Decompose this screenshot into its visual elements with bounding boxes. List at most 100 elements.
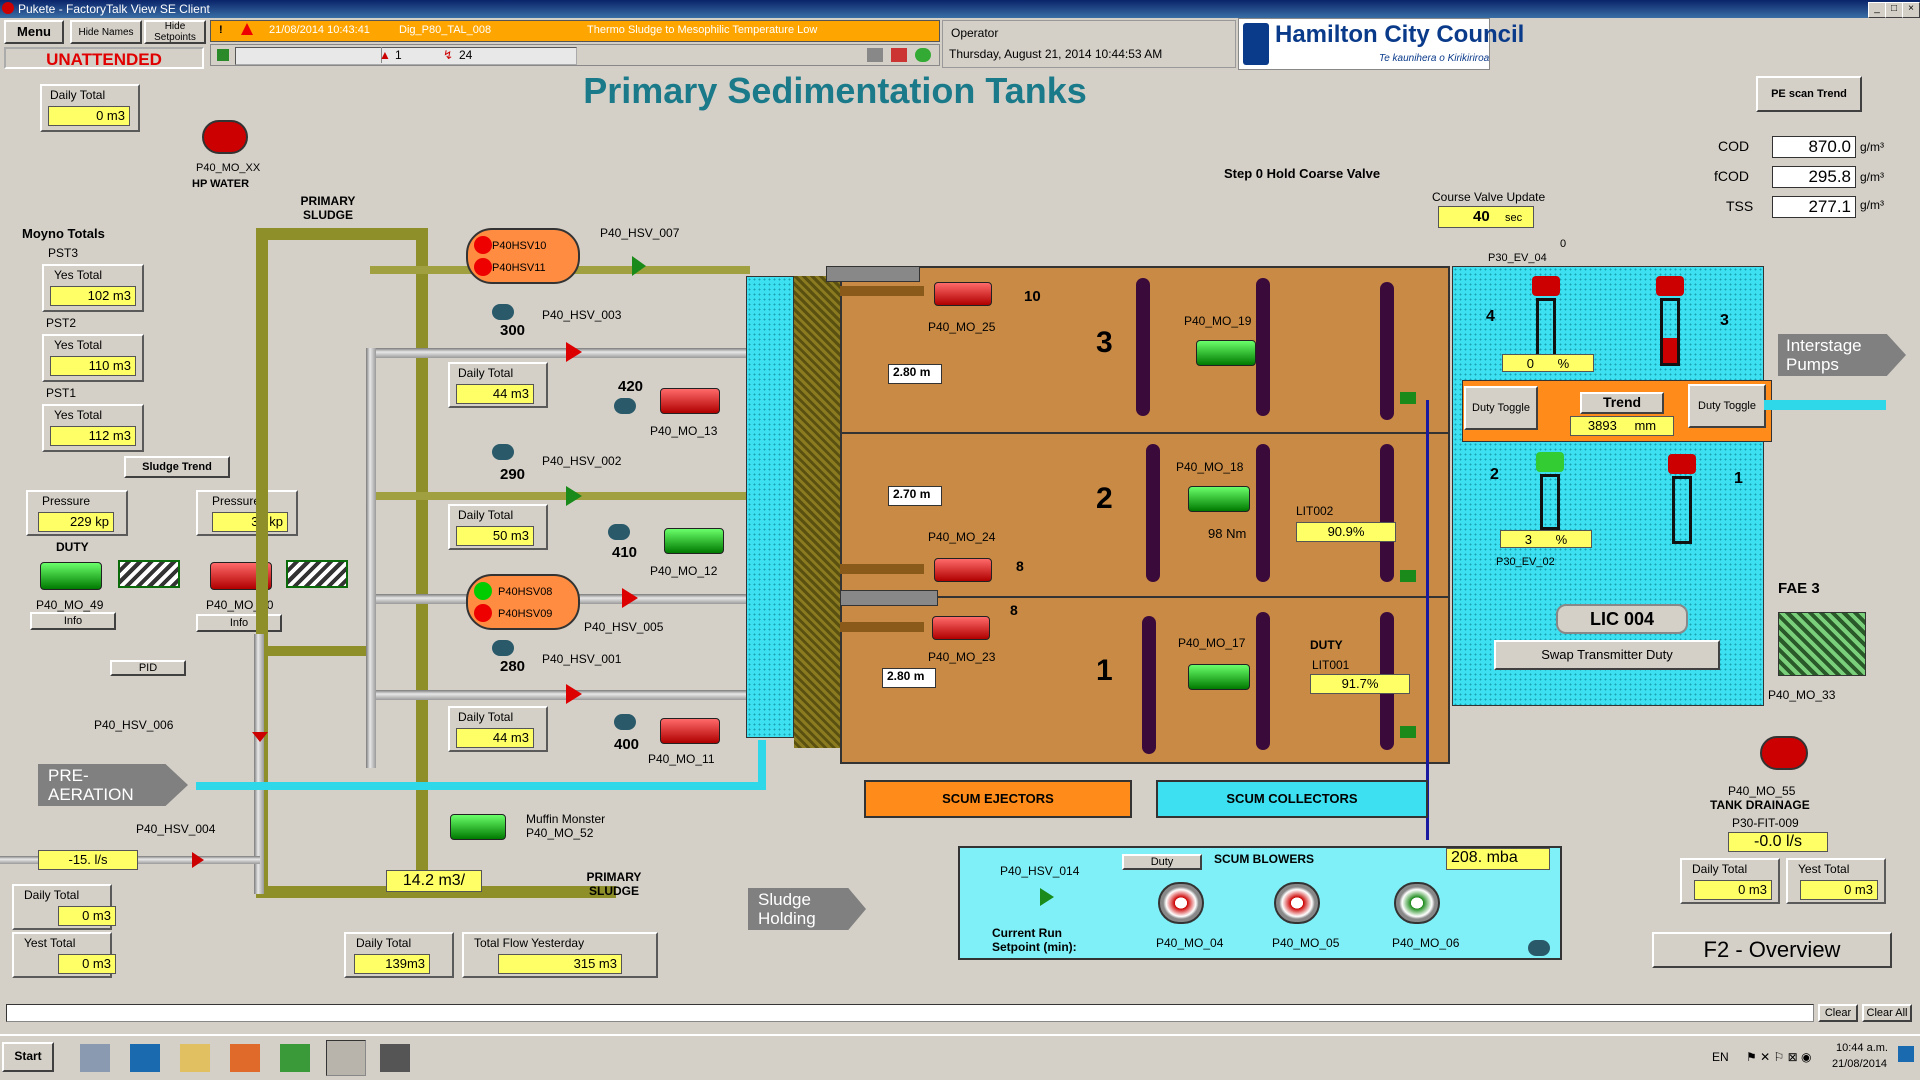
- hsv007-valve-icon[interactable]: [632, 256, 646, 276]
- minimize-button[interactable]: _: [1868, 2, 1886, 18]
- collector-mo17-icon[interactable]: [1188, 664, 1250, 690]
- lic004-button[interactable]: LIC 004: [1556, 604, 1688, 634]
- start-button[interactable]: Start: [2, 1042, 54, 1072]
- maximize-button[interactable]: □: [1885, 2, 1903, 18]
- collector-mo18-icon[interactable]: [1188, 486, 1250, 512]
- pump-mo23-icon[interactable]: [932, 616, 990, 640]
- interstage-pumps-arrow: Interstage Pumps: [1778, 334, 1906, 376]
- fae3-label: FAE 3: [1778, 580, 1820, 597]
- hide-setpoints-button[interactable]: Hide Setpoints: [144, 20, 206, 44]
- taskbar-app-5-icon[interactable]: [280, 1044, 310, 1072]
- blower-mo06-icon[interactable]: [1394, 882, 1440, 924]
- scraper-bar-2a: [1146, 444, 1160, 582]
- silence-icon[interactable]: [891, 48, 907, 62]
- course-valve-field[interactable]: 40 sec: [1438, 206, 1534, 228]
- yest-total-br-label: Yest Total: [1798, 862, 1850, 876]
- valve-cluster-3[interactable]: P40HSV10 P40HSV11: [466, 228, 580, 284]
- ev01-actuator-icon[interactable]: [1668, 454, 1696, 474]
- taskbar-app-7-icon[interactable]: [380, 1044, 410, 1072]
- duty-toggle-left-button[interactable]: Duty Toggle: [1464, 386, 1538, 430]
- ev03-actuator-icon[interactable]: [1656, 276, 1684, 296]
- pst3-yes-label: Yes Total: [54, 268, 103, 282]
- pump-mo49-icon[interactable]: [40, 562, 102, 590]
- taskbar-powershell-icon[interactable]: [130, 1044, 160, 1072]
- clear-all-button[interactable]: Clear All: [1862, 1004, 1912, 1022]
- trend-button[interactable]: Trend: [1580, 392, 1664, 414]
- tray-icons[interactable]: ⚑ ✕ ⚐ ⊠ ◉: [1746, 1050, 1812, 1064]
- pump-mo25-icon[interactable]: [934, 282, 992, 306]
- scum-duty-button[interactable]: Duty: [1122, 854, 1202, 870]
- hp-water-pump-icon[interactable]: [202, 120, 248, 154]
- hsv014-valve-icon[interactable]: [1040, 888, 1054, 906]
- scum-valve-1-icon[interactable]: [1400, 726, 1416, 738]
- window-title: Pukete - FactoryTalk View SE Client: [18, 2, 210, 16]
- pump-mo12-icon[interactable]: [664, 528, 724, 554]
- pump-mo24-icon[interactable]: [934, 558, 992, 582]
- taskbar-explorer-icon[interactable]: [180, 1044, 210, 1072]
- ev02-actuator-icon[interactable]: [1536, 452, 1564, 472]
- mo55-value: -0.0 l/s: [1728, 832, 1828, 852]
- muffin-monster-icon[interactable]: [450, 814, 506, 840]
- hsv006-valve-icon[interactable]: [252, 732, 268, 742]
- fae3-fan-icon[interactable]: [1778, 612, 1866, 676]
- pst1-value: 112 m3: [50, 426, 136, 446]
- alarm-message: Thermo Sludge to Mesophilic Temperature …: [587, 24, 818, 36]
- menu-button[interactable]: Menu: [4, 20, 64, 44]
- blower-mo04-icon[interactable]: [1158, 882, 1204, 924]
- mo50-info-button[interactable]: Info: [196, 614, 282, 632]
- level-1-value: 2.80 m: [882, 668, 936, 688]
- scum-valve-3-icon[interactable]: [1400, 392, 1416, 404]
- scraper-bar-2b: [1256, 444, 1270, 582]
- scum-ejectors-button[interactable]: SCUM EJECTORS: [864, 780, 1132, 818]
- hsv003-valve-icon[interactable]: [566, 342, 582, 362]
- alarm-bell-icon: [241, 23, 253, 35]
- pid-button[interactable]: PID: [110, 660, 186, 676]
- alarm-banner[interactable]: ! 21/08/2014 10:43:41 Dig_P80_TAL_008 Th…: [210, 20, 940, 42]
- language-indicator[interactable]: EN: [1712, 1050, 1729, 1064]
- swap-transmitter-duty-button[interactable]: Swap Transmitter Duty: [1494, 640, 1720, 670]
- hsv001-valve-icon[interactable]: [566, 684, 582, 704]
- sludge-trend-button[interactable]: Sludge Trend: [124, 456, 230, 478]
- f2-overview-button[interactable]: F2 - Overview: [1652, 932, 1892, 968]
- blower-mo05-icon[interactable]: [1274, 882, 1320, 924]
- command-line-input[interactable]: [6, 1004, 1814, 1022]
- fcod-value: 295.8: [1772, 166, 1856, 188]
- refresh-icon[interactable]: [915, 48, 931, 62]
- hsv005-valve-icon[interactable]: [622, 588, 638, 608]
- pump-mo11-icon[interactable]: [660, 718, 720, 744]
- close-button[interactable]: ×: [1902, 2, 1920, 18]
- ack-icon[interactable]: [217, 49, 229, 61]
- hsv005-tag: P40_HSV_005: [584, 620, 664, 634]
- duty-toggle-right-button[interactable]: Duty Toggle: [1688, 384, 1766, 428]
- timer-400: 400: [614, 736, 640, 753]
- taskbar-app-4-icon[interactable]: [230, 1044, 260, 1072]
- ev03-gate-icon: [1660, 298, 1680, 366]
- hsv09-tag: P40HSV09: [498, 608, 553, 620]
- tank-drainage-pump-icon[interactable]: [1760, 736, 1808, 770]
- taskbar-factorytalk-icon[interactable]: [326, 1040, 366, 1076]
- collector-mo19-icon[interactable]: [1196, 340, 1256, 366]
- valve-cluster-1[interactable]: P40HSV08 P40HSV09: [466, 574, 580, 630]
- tank-2[interactable]: [840, 432, 1450, 598]
- print-icon[interactable]: [867, 48, 883, 62]
- hide-names-button[interactable]: Hide Names: [70, 20, 142, 44]
- taskbar-app-1-icon[interactable]: [80, 1044, 110, 1072]
- pe-scan-trend-button[interactable]: PE scan Trend: [1756, 76, 1862, 112]
- clear-button[interactable]: Clear: [1818, 1004, 1858, 1022]
- council-logo-mark: [1243, 23, 1269, 65]
- datetime: Thursday, August 21, 2014 10:44:53 AM: [949, 47, 1163, 61]
- hsv001-tag: P40_HSV_001: [542, 652, 622, 666]
- level-2-value: 2.70 m: [888, 486, 942, 506]
- pre-aeration-pipe: [196, 782, 766, 790]
- alarm-filter-field[interactable]: [235, 47, 577, 65]
- notification-icon[interactable]: [1898, 1046, 1914, 1062]
- pump-mo13-icon[interactable]: [660, 388, 720, 414]
- scum-valve-2-icon[interactable]: [1400, 570, 1416, 582]
- hsv002-valve-icon[interactable]: [566, 486, 582, 506]
- mo49-info-button[interactable]: Info: [30, 612, 116, 630]
- ev04-actuator-icon[interactable]: [1532, 276, 1560, 296]
- hsv004-valve-icon[interactable]: [192, 852, 204, 868]
- scum-collectors-button[interactable]: SCUM COLLECTORS: [1156, 780, 1428, 818]
- tss-label: TSS: [1726, 198, 1754, 214]
- nm-98-value: 98 Nm: [1208, 526, 1247, 541]
